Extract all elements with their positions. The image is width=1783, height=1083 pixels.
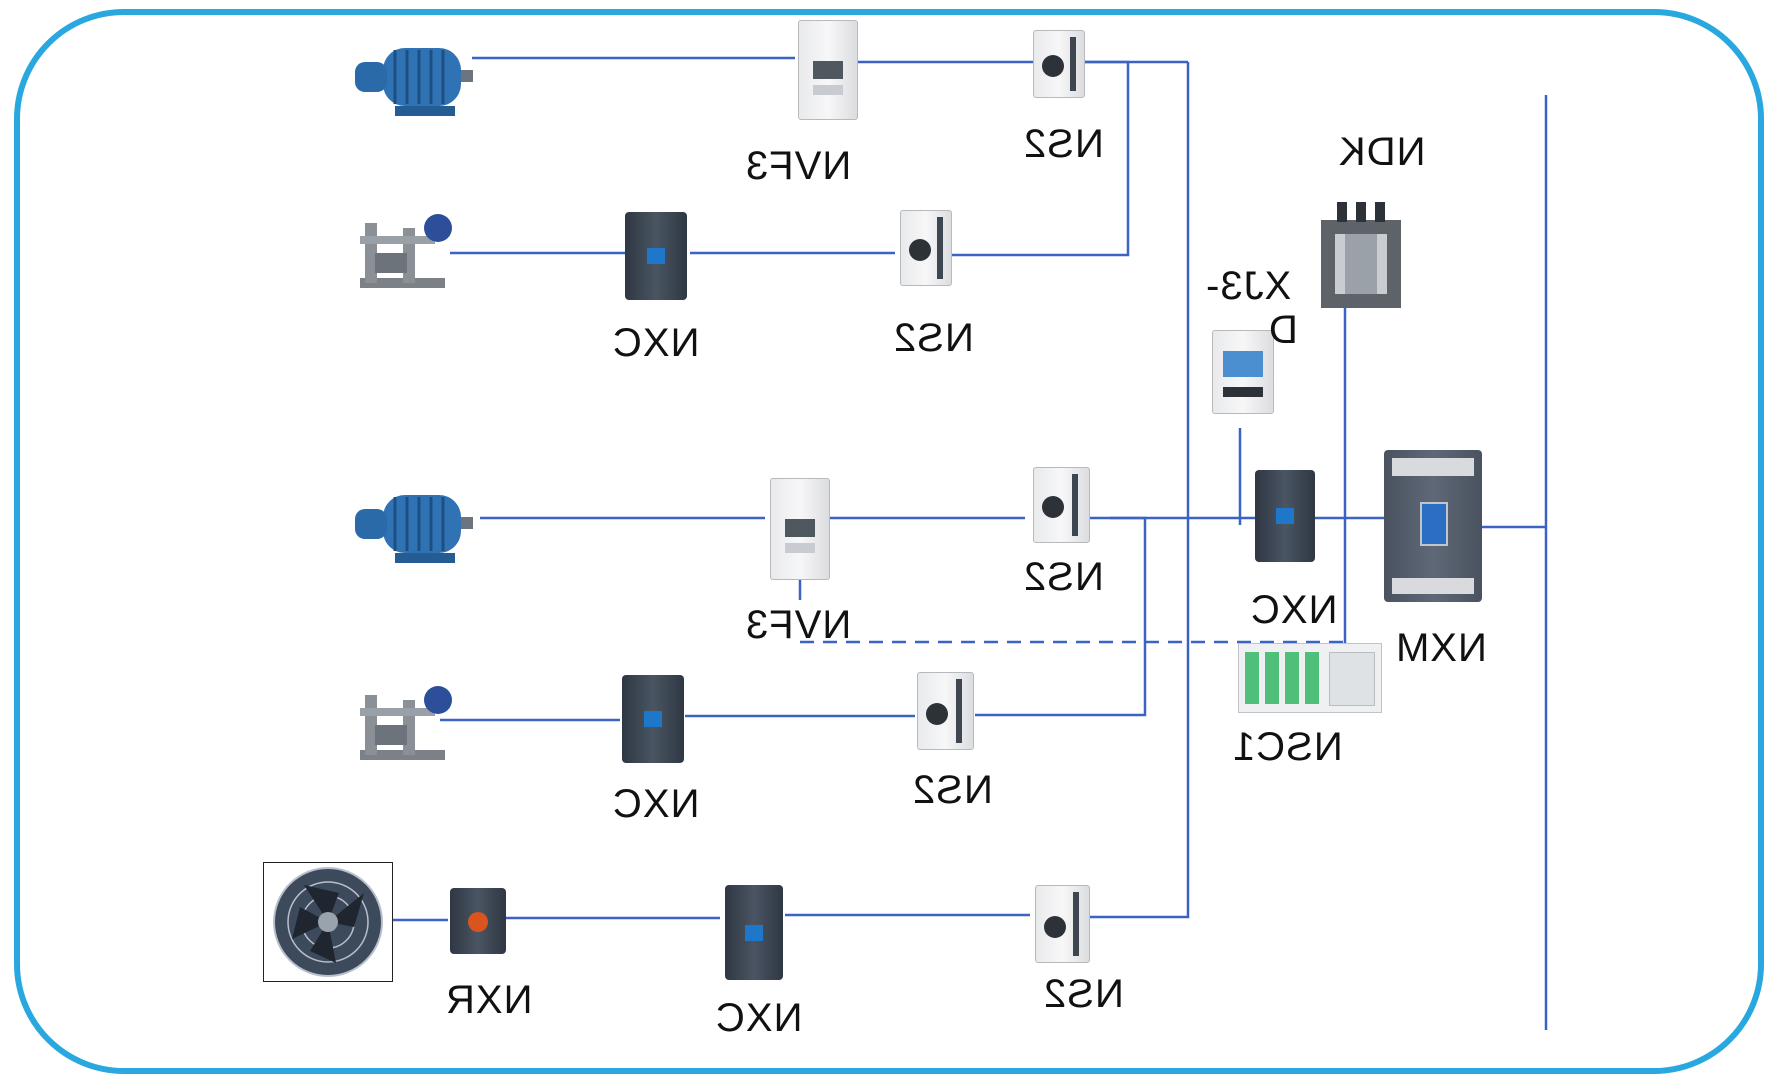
nxc-contactor-row4 [622, 675, 684, 763]
label-ns2-row3: NS2 [1023, 555, 1104, 599]
nxm-mccb [1384, 450, 1482, 602]
nxc-contactor-row5 [725, 885, 783, 980]
nxc-contactor-row2 [625, 212, 687, 300]
label-ndk: NDK [1338, 130, 1426, 174]
label-xj3-line2: D [1268, 308, 1298, 352]
drum-brake-icon-row2 [355, 208, 455, 293]
xj3-d-phase-relay [1212, 330, 1274, 414]
nvf3-inverter-row1 [798, 20, 858, 120]
label-nvf3-row3: NVF3 [745, 603, 852, 647]
label-nsc1: NSC1 [1232, 725, 1343, 769]
label-nxc-row4: NXC [612, 782, 700, 826]
ns2-breaker-row5 [1035, 885, 1090, 963]
nvf3-inverter-row3 [770, 478, 830, 580]
label-nvf3-row1: NVF3 [745, 144, 852, 188]
drum-brake-icon-row4 [355, 680, 455, 765]
label-nxc-row5: NXC [715, 996, 803, 1040]
axial-fan-icon [263, 862, 393, 982]
motor-icon-row3 [355, 487, 475, 567]
label-nxm: NXM [1395, 626, 1487, 670]
label-ns2-row1: NS2 [1023, 122, 1104, 166]
label-nxr: NXR [445, 978, 533, 1022]
nsc1-plc [1238, 643, 1382, 713]
nxr-thermal-relay [450, 888, 506, 954]
diagram-frame [14, 9, 1764, 1074]
ns2-breaker-row4 [917, 672, 974, 750]
label-ns2-row2: NS2 [893, 316, 974, 360]
label-xj3-line1: XJ3- [1205, 264, 1292, 308]
label-ns2-row5: NS2 [1043, 972, 1124, 1016]
label-ns2-row4: NS2 [912, 768, 993, 812]
ndk-control-transformer [1315, 200, 1407, 310]
ns2-breaker-row1 [1033, 30, 1085, 98]
feeder-bus [1090, 62, 1190, 919]
nxc-contactor-main [1255, 470, 1315, 562]
motor-icon-row1 [355, 40, 475, 120]
label-nxc-main: NXC [1250, 588, 1338, 632]
ns2-breaker-row3 [1033, 467, 1090, 543]
ns2-breaker-row2 [900, 210, 952, 286]
label-nxc-row2: NXC [612, 321, 700, 365]
